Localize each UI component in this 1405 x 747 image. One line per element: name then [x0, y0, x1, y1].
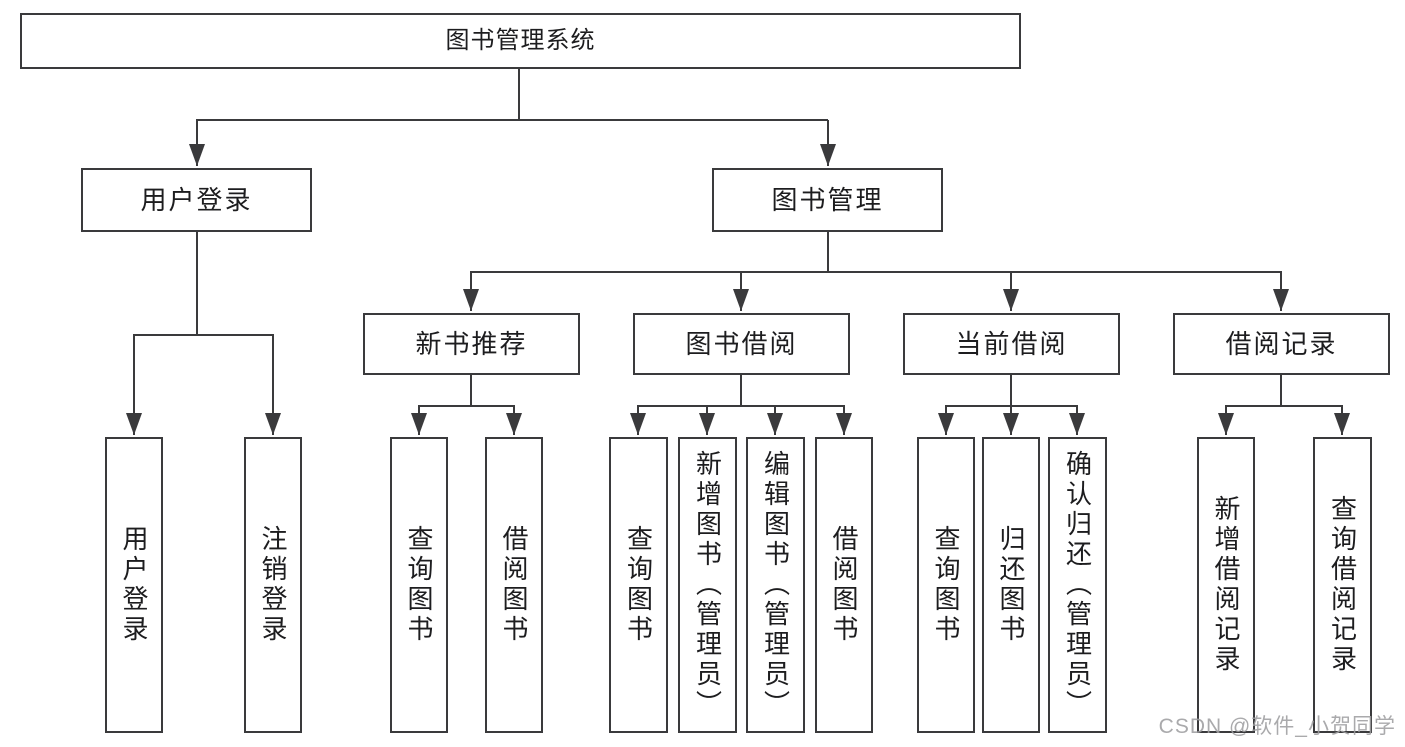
- node-user-login: 用户登录: [81, 168, 312, 232]
- node-root: 图书管理系统: [20, 13, 1021, 69]
- node-borrowing-records: 借阅记录: [1173, 313, 1390, 375]
- leaf-borrow-books-borrowing: 借阅图书: [815, 437, 873, 733]
- leaf-borrow-books-recommend: 借阅图书: [485, 437, 543, 733]
- leaf-query-borrow-record: 查询借阅记录: [1313, 437, 1372, 733]
- leaf-user-login: 用户登录: [105, 437, 163, 733]
- node-book-management: 图书管理: [712, 168, 943, 232]
- leaf-confirm-return-admin: 确认归还（管理员）: [1048, 437, 1107, 733]
- leaf-add-book-admin: 新增图书（管理员）: [678, 437, 737, 733]
- csdn-watermark: CSDN @软件_小贺同学: [1158, 715, 1396, 738]
- leaf-query-books-borrowing: 查询图书: [609, 437, 668, 733]
- leaf-logout: 注销登录: [244, 437, 302, 733]
- node-current-borrowing: 当前借阅: [903, 313, 1120, 375]
- leaf-edit-book-admin: 编辑图书（管理员）: [746, 437, 805, 733]
- leaf-return-books: 归还图书: [982, 437, 1040, 733]
- node-book-borrowing: 图书借阅: [633, 313, 850, 375]
- leaf-query-books-recommend: 查询图书: [390, 437, 448, 733]
- node-new-book-recommend: 新书推荐: [363, 313, 580, 375]
- leaf-add-borrow-record: 新增借阅记录: [1197, 437, 1255, 733]
- connector-group: [126, 69, 1350, 435]
- leaf-query-books-current: 查询图书: [917, 437, 975, 733]
